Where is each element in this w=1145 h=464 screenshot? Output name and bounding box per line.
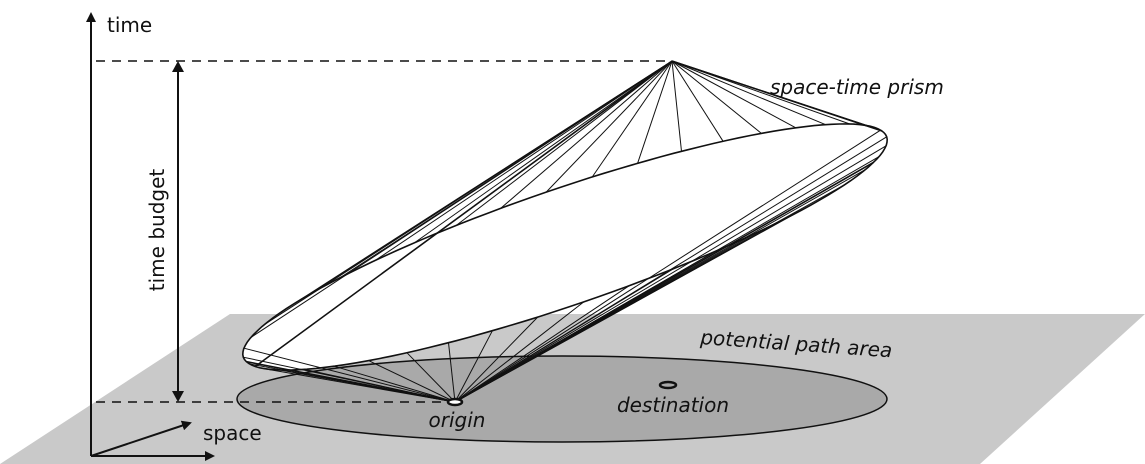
space-axis-diagonal (90, 420, 192, 457)
origin-label: origin (429, 408, 486, 432)
time-budget-label: time budget (145, 169, 169, 292)
lower-cone-generator (368, 360, 456, 403)
lower-cone-generator (454, 129, 881, 403)
lower-cone-fill (249, 157, 878, 402)
upper-cone-generator (671, 60, 826, 126)
upper-cone-generator (545, 60, 673, 193)
lower-cone-generator (454, 316, 539, 403)
lower-cone-generator (243, 347, 456, 403)
destination-label: destination (617, 393, 729, 417)
space-axis-label: space (203, 421, 262, 445)
prism-silhouette-edge (246, 360, 456, 403)
upper-cone-generator (591, 60, 673, 178)
lower-cone-generator (454, 268, 674, 403)
destination-marker (658, 380, 678, 390)
time-budget-arrow-bottom (172, 391, 184, 402)
prism-label: space-time prism (770, 75, 944, 99)
upper-cone-generator (455, 60, 673, 226)
upper-cone-generator (500, 60, 673, 209)
prism-silhouette-edge (671, 60, 883, 132)
upper-cone-generator (671, 60, 682, 152)
potential-path-area-ellipse (236, 355, 888, 443)
lower-cone-generator (334, 365, 456, 403)
upper-cone-generator (671, 60, 797, 129)
origin-marker (446, 397, 464, 407)
lower-cone-generator (454, 285, 630, 403)
lower-cone-generator (448, 342, 456, 403)
upper-cone-generator (414, 60, 673, 244)
upper-cone-generator (339, 60, 673, 279)
upper-cone-generator (671, 60, 724, 142)
time-budget-arrow-top (172, 61, 184, 72)
lower-cone-generator (454, 330, 493, 403)
upper-cone-generator (637, 60, 673, 164)
prism-silhouette-edge (254, 60, 673, 368)
upper-cone-fill (255, 61, 883, 367)
upper-cone-generator (671, 60, 762, 134)
time-axis-label: time (107, 13, 152, 37)
space-time-prism (241, 60, 889, 403)
lower-cone-generator (454, 145, 887, 403)
lower-cone-generator (454, 301, 585, 403)
upper-cone-generator (375, 60, 673, 261)
prism-silhouette-edge (454, 161, 874, 403)
prism-rim (241, 123, 889, 371)
lower-cone-generator (406, 352, 456, 403)
